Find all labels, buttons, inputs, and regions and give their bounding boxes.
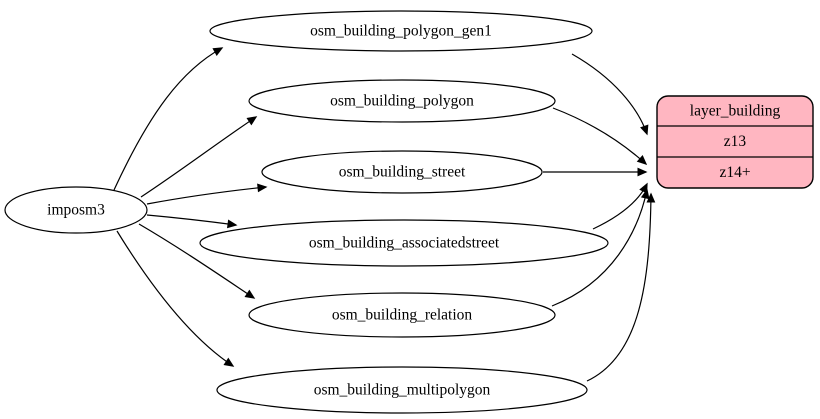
node-osm_building_associatedstreet: osm_building_associatedstreet — [199, 219, 609, 267]
node-imposm3: imposm3 — [4, 186, 148, 234]
node-layer-building: layer_building z13 z14+ — [656, 95, 814, 189]
node-osm_building_street-label: osm_building_street — [339, 164, 466, 181]
node-osm_building_street: osm_building_street — [261, 150, 543, 194]
edge-imposm3-to-osm_building_relation — [138, 223, 256, 299]
node-osm_building_polygon-shape — [248, 79, 556, 123]
node-osm_building_associatedstreet-label: osm_building_associatedstreet — [309, 235, 500, 252]
edge-osm_building_associatedstreet-to-z14 — [592, 182, 648, 230]
node-osm_building_polygon: osm_building_polygon — [248, 79, 556, 123]
node-osm_building_polygon-label: osm_building_polygon — [330, 93, 474, 110]
edge-imposm3-to-osm_building_associatedstreet — [146, 214, 238, 229]
edge-osm_building_polygon_gen1-to-z13 — [571, 53, 649, 136]
node-osm_building_associatedstreet-shape — [199, 219, 609, 267]
node-osm_building_polygon_gen1-shape — [209, 10, 593, 52]
edges-to-layer-building — [543, 53, 656, 382]
edge-imposm3-to-osm_building_multipolygon — [116, 230, 235, 367]
node-osm_building_street-shape — [261, 150, 543, 194]
node-imposm3-shape — [4, 186, 148, 234]
edge-osm_building_relation-to-z14 — [551, 188, 650, 307]
node-imposm3-label: imposm3 — [47, 202, 105, 219]
node-osm_building_relation-shape — [248, 292, 556, 338]
node-osm_building_multipolygon: osm_building_multipolygon — [216, 366, 588, 414]
edge-imposm3-to-osm_building_street — [146, 183, 268, 205]
node-osm_building_multipolygon-shape — [216, 366, 588, 414]
node-osm_building_relation-label: osm_building_relation — [332, 307, 473, 324]
node-osm_building_polygon_gen1: osm_building_polygon_gen1 — [209, 10, 593, 52]
edge-imposm3-to-osm_building_polygon — [140, 116, 258, 198]
edge-imposm3-to-osm_building_polygon_gen1 — [113, 47, 224, 191]
node-osm_building_relation: osm_building_relation — [248, 292, 556, 338]
layer-building-row-z13: z13 — [724, 133, 747, 150]
node-osm_building_multipolygon-label: osm_building_multipolygon — [314, 382, 491, 399]
node-layer-building-shape — [656, 95, 814, 189]
edge-osm_building_multipolygon-to-z14 — [586, 192, 656, 382]
node-osm_building_polygon_gen1-label: osm_building_polygon_gen1 — [310, 23, 492, 40]
edges-from-imposm3 — [113, 47, 268, 367]
edge-osm_building_polygon-to-z14 — [552, 107, 648, 166]
layer-building-title: layer_building — [690, 103, 781, 120]
layer-building-row-z14: z14+ — [719, 164, 750, 181]
